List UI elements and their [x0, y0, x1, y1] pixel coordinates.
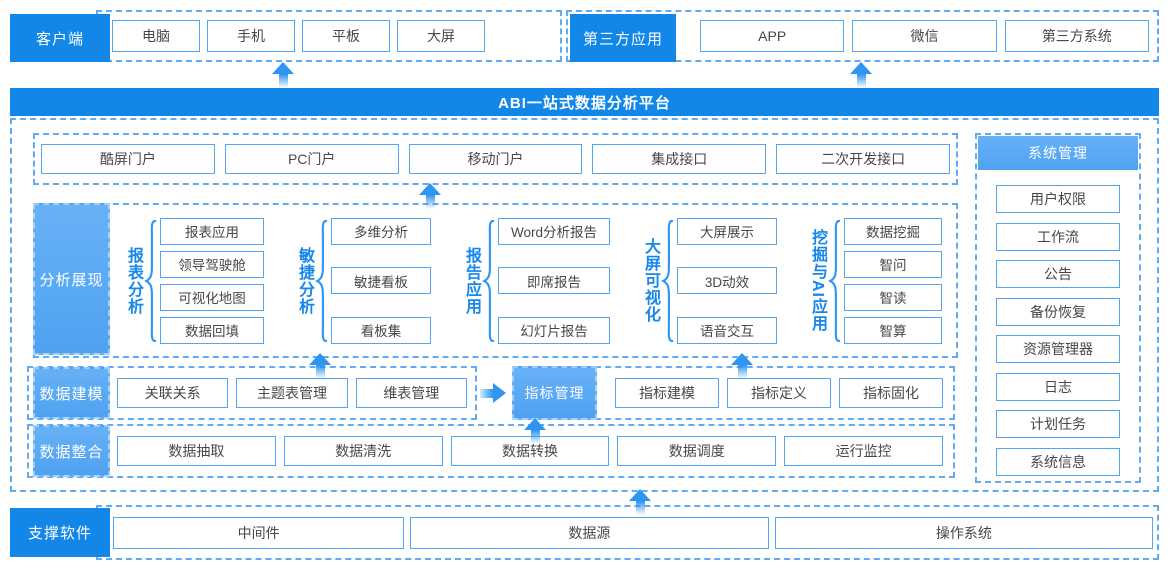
analysis-group-agile: 敏捷分析 多维分析 敏捷看板 看板集	[294, 217, 431, 345]
feature-box: 大屏展示	[677, 217, 777, 245]
portal-row: 酷屏门户 PC门户 移动门户 集成接口 二次开发接口	[33, 133, 958, 185]
analysis-group-bigscreen: 大屏可视化 大屏展示 3D动效 语音交互	[640, 217, 777, 345]
feature-box: 数据回填	[160, 316, 264, 344]
analysis-group-report-app: 报告应用 Word分析报告 即席报告 幻灯片报告	[461, 217, 610, 345]
device-box: 大屏	[397, 20, 485, 52]
integration-label: 数据整合	[33, 425, 110, 477]
group-label: 报告应用	[463, 246, 480, 315]
device-box: 平板	[302, 20, 390, 52]
feature-box: 智算	[844, 316, 942, 344]
modeling-box: 主题表管理	[236, 378, 348, 408]
system-box: 公告	[996, 260, 1120, 288]
third-party-box: APP	[700, 20, 845, 52]
brace-icon	[828, 219, 841, 342]
modeling-box: 维表管理	[355, 378, 467, 408]
feature-box: 即席报告	[498, 267, 610, 294]
arrow-up-icon	[419, 183, 441, 209]
analysis-label: 分析展现	[33, 203, 110, 355]
brace-icon	[482, 219, 495, 342]
system-management-label: 系统管理	[978, 136, 1138, 170]
system-box: 计划任务	[996, 410, 1120, 438]
device-box: 手机	[207, 20, 295, 52]
integration-panel: 数据抽取 数据清洗 数据转换 数据调度 运行监控	[27, 424, 955, 478]
third-party-label: 第三方应用	[570, 14, 676, 62]
integration-box: 数据抽取	[117, 436, 276, 466]
feature-box: 3D动效	[677, 267, 777, 294]
third-party-box: 第三方系统	[1004, 20, 1149, 52]
group-label: 敏捷分析	[296, 246, 313, 315]
group-label: 报表分析	[125, 246, 142, 315]
feature-box: Word分析报告	[498, 217, 610, 245]
feature-box: 报表应用	[160, 217, 264, 245]
system-box: 日志	[996, 372, 1120, 401]
client-label: 客户端	[10, 14, 110, 62]
feature-box: 数据挖掘	[844, 217, 942, 245]
support-label: 支撑软件	[10, 508, 110, 557]
feature-box: 智读	[844, 283, 942, 311]
system-box: 系统信息	[996, 447, 1120, 476]
portal-box: 集成接口	[592, 144, 767, 174]
third-party-panel: APP 微信 第三方系统	[566, 10, 1159, 62]
platform-container	[10, 118, 1159, 492]
support-box: 数据源	[410, 516, 769, 549]
feature-box: 智问	[844, 250, 942, 278]
feature-box: 语音交互	[677, 316, 777, 344]
analysis-group-ai: 挖掘与AI应用 数据挖掘 智问 智读 智算	[807, 217, 942, 345]
arrow-up-icon	[524, 418, 546, 444]
support-box: 中间件	[113, 516, 405, 549]
brace-icon	[315, 219, 328, 342]
arrow-up-icon	[629, 489, 651, 515]
device-box: 电脑	[112, 20, 200, 52]
modeling-label: 数据建模	[33, 367, 110, 419]
brace-icon	[144, 219, 157, 342]
portal-box: 酷屏门户	[41, 144, 215, 174]
arrow-right-icon	[480, 383, 506, 403]
system-box: 用户权限	[996, 185, 1120, 213]
integration-box: 运行监控	[784, 436, 943, 466]
system-box: 资源管理器	[996, 335, 1120, 363]
modeling-box: 关联关系	[117, 378, 229, 408]
feature-box: 领导驾驶舱	[160, 250, 264, 278]
client-devices-panel: 电脑 手机 平板 大屏	[96, 10, 562, 62]
feature-box: 敏捷看板	[331, 267, 431, 294]
metric-panel: 指标建模 指标定义 指标固化	[595, 366, 955, 420]
metric-box: 指标固化	[839, 378, 943, 408]
feature-box: 看板集	[331, 316, 431, 344]
feature-box: 可视化地图	[160, 283, 264, 311]
third-party-box: 微信	[852, 20, 997, 52]
arrow-up-icon	[272, 62, 294, 88]
arrow-up-icon	[850, 62, 872, 88]
analysis-section: 报表分析 报表应用 领导驾驶舱 可视化地图 数据回填 敏捷分析 多维分析 敏捷看…	[33, 203, 958, 358]
portal-box: 二次开发接口	[776, 144, 950, 174]
feature-box: 多维分析	[331, 217, 431, 245]
portal-box: PC门户	[224, 144, 399, 174]
integration-box: 数据转换	[450, 436, 610, 466]
system-box: 工作流	[996, 222, 1120, 251]
metric-management-label: 指标管理	[512, 366, 597, 420]
metric-box: 指标建模	[615, 378, 719, 408]
support-box: 操作系统	[774, 516, 1153, 549]
support-panel: 中间件 数据源 操作系统	[96, 505, 1159, 560]
group-label: 大屏可视化	[642, 238, 659, 323]
platform-banner: ABI一站式数据分析平台	[10, 88, 1159, 116]
analysis-group-report: 报表分析 报表应用 领导驾驶舱 可视化地图 数据回填	[123, 217, 264, 345]
portal-box: 移动门户	[408, 144, 583, 174]
feature-box: 幻灯片报告	[498, 316, 610, 344]
arrow-up-icon	[731, 353, 753, 379]
integration-box: 数据清洗	[283, 436, 443, 466]
modeling-panel: 关联关系 主题表管理 维表管理	[27, 366, 477, 420]
integration-box: 数据调度	[617, 436, 777, 466]
brace-icon	[661, 219, 674, 342]
system-box: 备份恢复	[996, 297, 1120, 326]
system-management-panel: 系统管理 用户权限 工作流 公告 备份恢复 资源管理器 日志 计划任务 系统信息	[975, 133, 1141, 483]
metric-box: 指标定义	[727, 378, 831, 408]
group-label: 挖掘与AI应用	[809, 229, 826, 332]
arrow-up-icon	[309, 353, 331, 379]
